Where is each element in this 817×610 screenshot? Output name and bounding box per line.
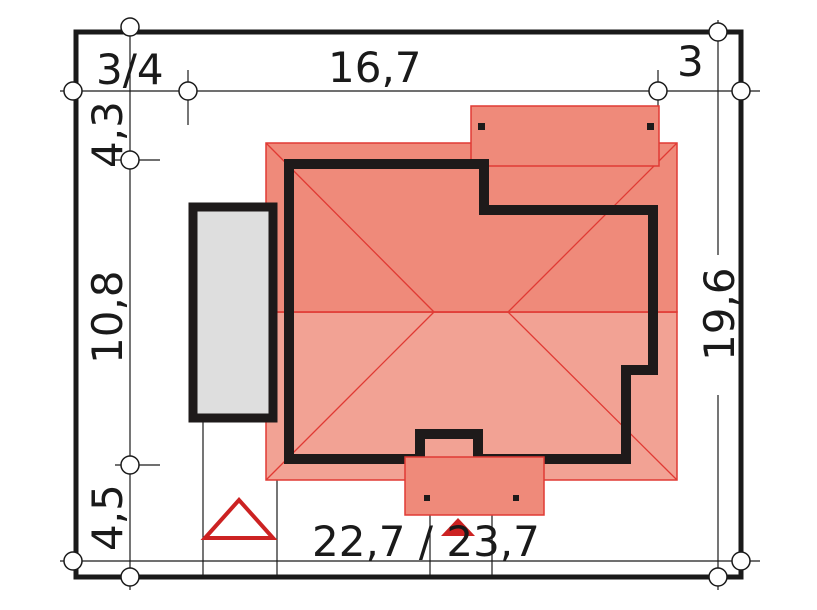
triangle-filled-icon xyxy=(441,518,475,536)
entrance-canopy xyxy=(404,456,545,516)
dim-right: 19,6 xyxy=(695,267,744,361)
dim-top-right: 3 xyxy=(677,37,704,86)
dim-top-left: 3/4 xyxy=(96,45,164,94)
circle-marker-icon xyxy=(120,17,140,37)
garage xyxy=(188,202,278,423)
rear-terrace xyxy=(470,105,660,167)
canopy-post xyxy=(424,495,430,501)
dim-bottom: 22,7 / 23,7 xyxy=(312,517,540,566)
terrace-post xyxy=(647,123,654,130)
terrace-post xyxy=(478,123,485,130)
circle-marker-icon xyxy=(63,551,83,571)
circle-marker-icon xyxy=(178,81,198,101)
dim-top-middle: 16,7 xyxy=(328,43,422,92)
circle-marker-icon xyxy=(63,81,83,101)
circle-marker-icon xyxy=(120,150,140,170)
dim-left-top: 4,3 xyxy=(83,101,132,168)
circle-marker-icon xyxy=(731,81,751,101)
circle-marker-icon xyxy=(120,567,140,587)
dim-left-middle: 10,8 xyxy=(83,270,132,364)
triangle-entrance-icon xyxy=(200,497,278,540)
plot-border xyxy=(73,29,744,580)
canopy-post xyxy=(513,495,519,501)
circle-marker-icon xyxy=(708,22,728,42)
circle-markers xyxy=(63,17,751,587)
circle-marker-icon xyxy=(731,551,751,571)
circle-marker-icon xyxy=(648,81,668,101)
circle-marker-icon xyxy=(120,455,140,475)
dim-left-bottom: 4,5 xyxy=(83,484,132,551)
circle-marker-icon xyxy=(708,567,728,587)
